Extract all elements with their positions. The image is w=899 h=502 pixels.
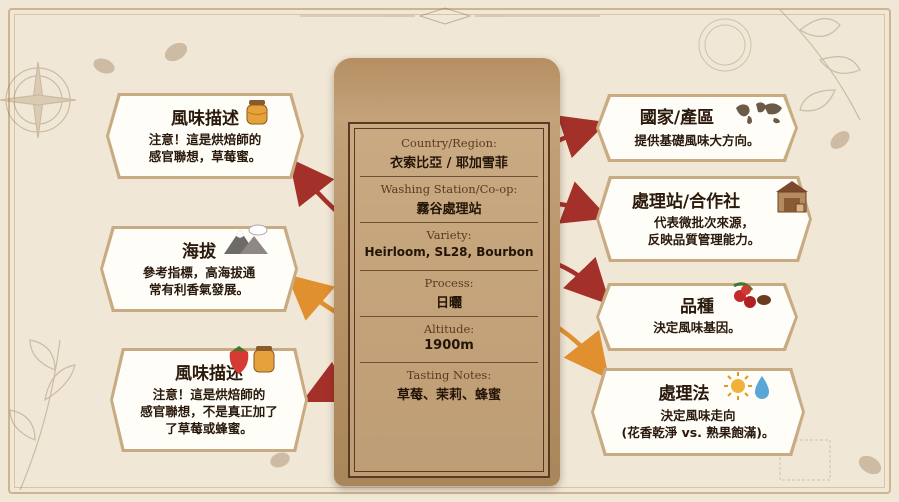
card-line: 了草莓或蜂蜜。 (165, 421, 253, 436)
card-line: 提供基礎風味大方向。 (634, 133, 760, 148)
field-label-tasting: Tasting Notes: (406, 368, 492, 382)
card-title: 品種 (680, 297, 714, 317)
postage-stamp-icon (698, 18, 831, 481)
field-value-altitude: 1900m (424, 338, 474, 353)
coffee-bag: Country/Region: 衣索比亞 / 耶加雪菲 Washing Stat… (334, 58, 560, 486)
card-line: 注意！這是烘焙師的 (148, 132, 262, 147)
page-frame (8, 8, 891, 494)
coffee-branch-icon (9, 339, 76, 491)
strawberry-honey-icon (229, 346, 275, 374)
card-line: 注意！這是烘焙師的 (152, 387, 266, 402)
card-flavor-top: 風味描述 注意！這是烘焙師的 感官聯想，草莓蜜。 (109, 96, 301, 176)
field-label-process: Process: (424, 276, 474, 290)
card-title: 處理站/合作社 (631, 192, 741, 212)
field-value-tasting: 草莓、茉莉、蜂蜜 (396, 388, 501, 403)
sun-water-icon (724, 372, 769, 400)
field-value-station: 霧谷處理站 (416, 202, 482, 217)
field-value-process: 日曬 (435, 296, 462, 311)
card-line: 感官聯想，不是真正加了 (140, 404, 278, 419)
field-value-country: 衣索比亞 / 耶加雪菲 (390, 156, 508, 171)
field-label-altitude: Altitude: (423, 322, 475, 336)
field-label-station: Washing Station/Co-op: (380, 182, 518, 196)
card-line: 常有利香氣發展。 (148, 282, 249, 297)
card-line: (花香乾淨 vs. 熟果飽滿)。 (621, 425, 775, 440)
page-frame-inner (14, 14, 885, 488)
card-line: 反映品質管理能力。 (647, 232, 761, 247)
coffee-bean-icon (93, 42, 882, 475)
coffee-cherry-icon (733, 282, 771, 308)
honey-jar-icon (246, 100, 268, 125)
card-altitude: 海拔 參考指標，高海拔通 常有利香氣發展。 (103, 229, 295, 309)
card-station: 處理站/合作社 代表微批次來源， 反映品質管理能力。 (599, 179, 809, 259)
card-title: 風味描述 (175, 364, 243, 384)
card-process: 處理法 決定風味走向 (花香乾淨 vs. 熟果飽滿)。 (594, 371, 802, 453)
coffee-branch-icon (779, 9, 861, 121)
card-line: 代表微批次來源， (653, 215, 754, 230)
card-line: 決定風味走向 (660, 408, 736, 423)
bag-label: Country/Region: 衣索比亞 / 耶加雪菲 Washing Stat… (348, 122, 550, 478)
card-title: 海拔 (182, 242, 216, 262)
card-line: 決定風味基因。 (653, 320, 741, 335)
world-map-icon (736, 102, 782, 124)
field-label-country: Country/Region: (401, 136, 497, 150)
card-line: 感官聯想，草莓蜜。 (148, 149, 262, 164)
field-value-variety: Heirloom, SL28, Bourbon (364, 245, 534, 259)
bag-seal (334, 58, 560, 118)
card-line: 參考指標，高海拔通 (142, 265, 256, 280)
card-title: 國家/產區 (639, 108, 715, 128)
compass-icon (0, 61, 77, 139)
mountain-icon (224, 224, 268, 254)
card-title: 處理法 (658, 384, 710, 404)
card-title: 風味描述 (171, 109, 239, 129)
warehouse-icon (776, 181, 808, 213)
field-label-variety: Variety: (426, 228, 472, 242)
ornament-icon (300, 7, 600, 25)
